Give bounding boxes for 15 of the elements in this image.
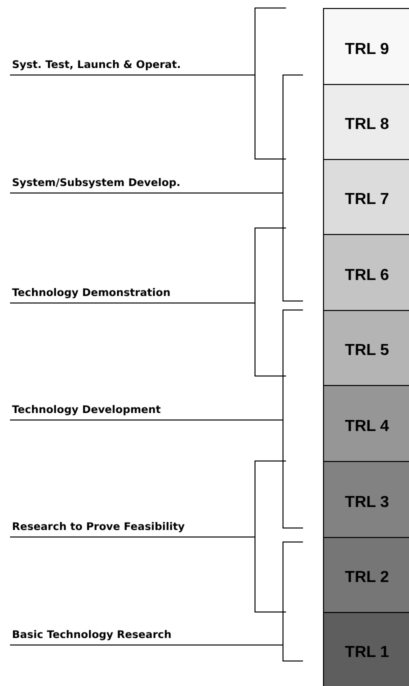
stage-label: Technology Development [12, 404, 161, 416]
stage-label: Research to Prove Feasibility [12, 521, 185, 533]
stage-label: System/Subsystem Develop. [12, 177, 180, 189]
stage-label: Technology Demonstration [12, 287, 170, 299]
level-box: TRL 7 [323, 159, 409, 235]
level-box: TRL 5 [323, 310, 409, 386]
level-box: TRL 2 [323, 537, 409, 613]
level-box: TRL 8 [323, 84, 409, 160]
stage-label: Syst. Test, Launch & Operat. [12, 59, 181, 71]
level-box: TRL 3 [323, 461, 409, 538]
level-box: TRL 4 [323, 385, 409, 462]
level-box: TRL 6 [323, 234, 409, 311]
level-box: TRL 9 [323, 8, 409, 85]
stage-label: Basic Technology Research [12, 629, 172, 641]
level-box: TRL 1 [323, 612, 409, 686]
